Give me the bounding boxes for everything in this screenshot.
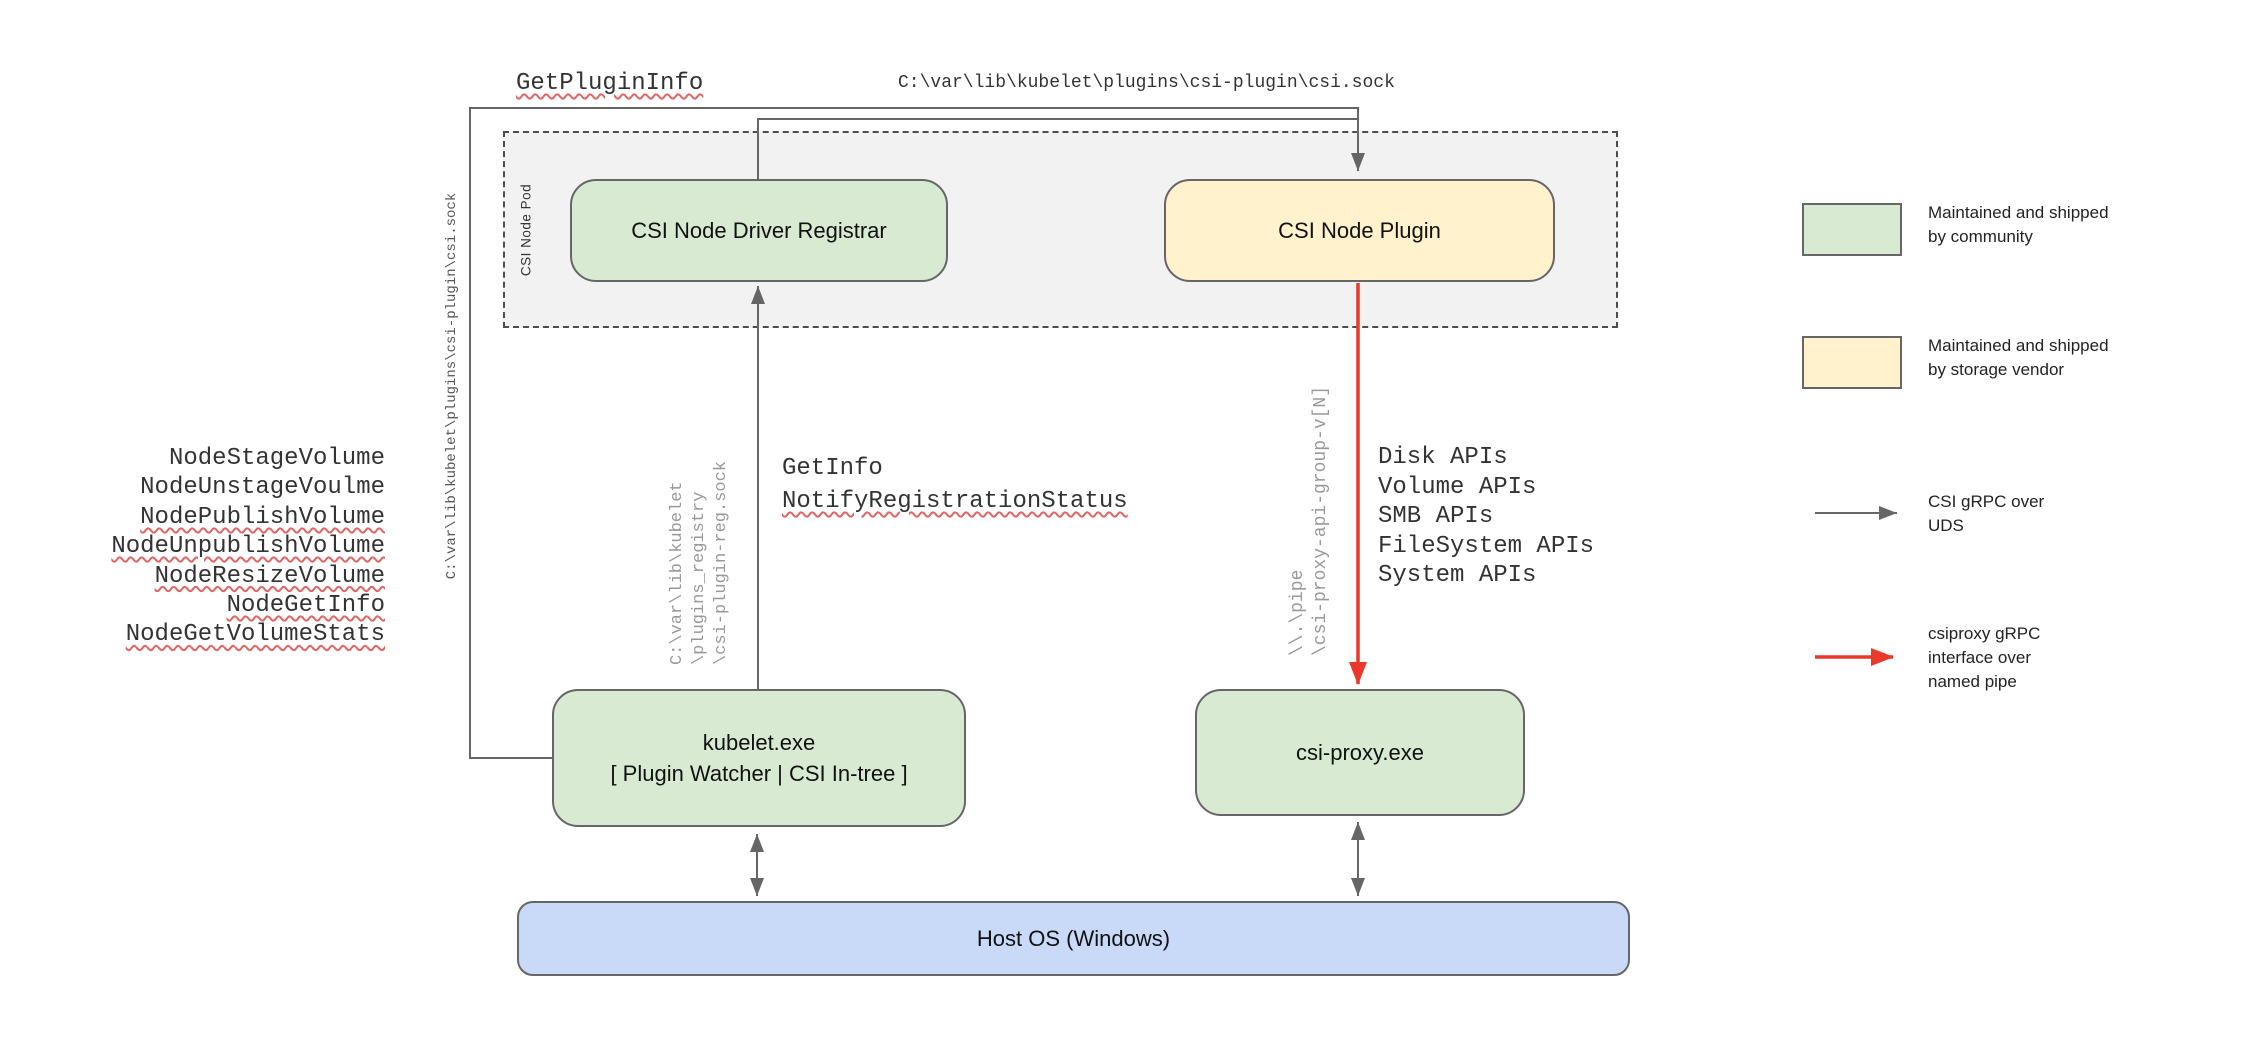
legend-pipe-label: csiproxy gRPC interface over named pipe [1928, 624, 2041, 691]
host-os-label: Host OS (Windows) [976, 926, 1171, 951]
node-call-item: NodeGetInfo [226, 592, 385, 620]
node-call-item: NodeUnpublishVolume [111, 533, 385, 561]
registry-socket-path-label: C:\var\lib\kubelet \plugins_registry \cs… [668, 460, 731, 666]
legend-vendor-label: Maintained and shipped by storage vendor [1928, 336, 2109, 379]
node-call-item: NodePublishVolume [140, 503, 385, 531]
csi-node-driver-registrar-box: CSI Node Driver Registrar [570, 179, 948, 282]
legend-community-swatch [1802, 203, 1902, 256]
csi-proxy-box: csi-proxy.exe [1195, 689, 1525, 816]
notify-registration-status-label: NotifyRegistrationStatus [782, 488, 1128, 515]
api-group-item: System APIs [1378, 562, 1537, 590]
node-call-item: NodeUnstageVoulme [140, 474, 385, 502]
kubelet-sublabel: [ Plugin Watcher | CSI In-tree ] [610, 761, 908, 786]
api-groups-list: Disk APIs Volume APIs SMB APIs FileSyste… [1378, 443, 1594, 591]
csi-node-driver-registrar-label: CSI Node Driver Registrar [631, 218, 887, 243]
kubelet-label: kubelet.exe [702, 730, 816, 755]
kubelet-box: kubelet.exe [ Plugin Watcher | CSI In-tr… [552, 689, 966, 827]
legend-uds-label: CSI gRPC over UDS [1928, 492, 2045, 535]
get-info-label: GetInfo [782, 455, 883, 482]
left-socket-path-label: C:\var\lib\kubelet\plugins\csi-plugin\cs… [444, 192, 460, 580]
csi-node-pod-label: CSI Node Pod [518, 183, 534, 277]
node-call-item: NodeStageVolume [168, 445, 385, 472]
host-os-box: Host OS (Windows) [517, 901, 1630, 976]
legend-community-label: Maintained and shipped by community [1928, 203, 2109, 246]
api-group-item: FileSystem APIs [1378, 532, 1595, 560]
legend-vendor-swatch [1802, 336, 1902, 389]
named-pipe-path-label: \\.\pipe \csi-proxy-api-group-v[N] [1288, 385, 1331, 657]
top-socket-path-label: C:\var\lib\kubelet\plugins\csi-plugin\cs… [898, 73, 1395, 93]
api-group-item: Volume APIs [1378, 473, 1537, 501]
get-plugin-info-label: GetPluginInfo [516, 70, 704, 97]
csi-node-plugin-label: CSI Node Plugin [1278, 218, 1441, 243]
node-calls-list: NodeStageVolume NodeUnstageVoulme NodePu… [85, 444, 385, 650]
csi-proxy-label: csi-proxy.exe [1296, 740, 1424, 765]
node-call-item: NodeGetVolumeStats [125, 621, 385, 649]
api-group-item: SMB APIs [1378, 503, 1494, 531]
node-call-item: NodeResizeVolume [154, 562, 385, 590]
api-group-item: Disk APIs [1378, 444, 1508, 471]
csi-node-plugin-box: CSI Node Plugin [1164, 179, 1555, 282]
